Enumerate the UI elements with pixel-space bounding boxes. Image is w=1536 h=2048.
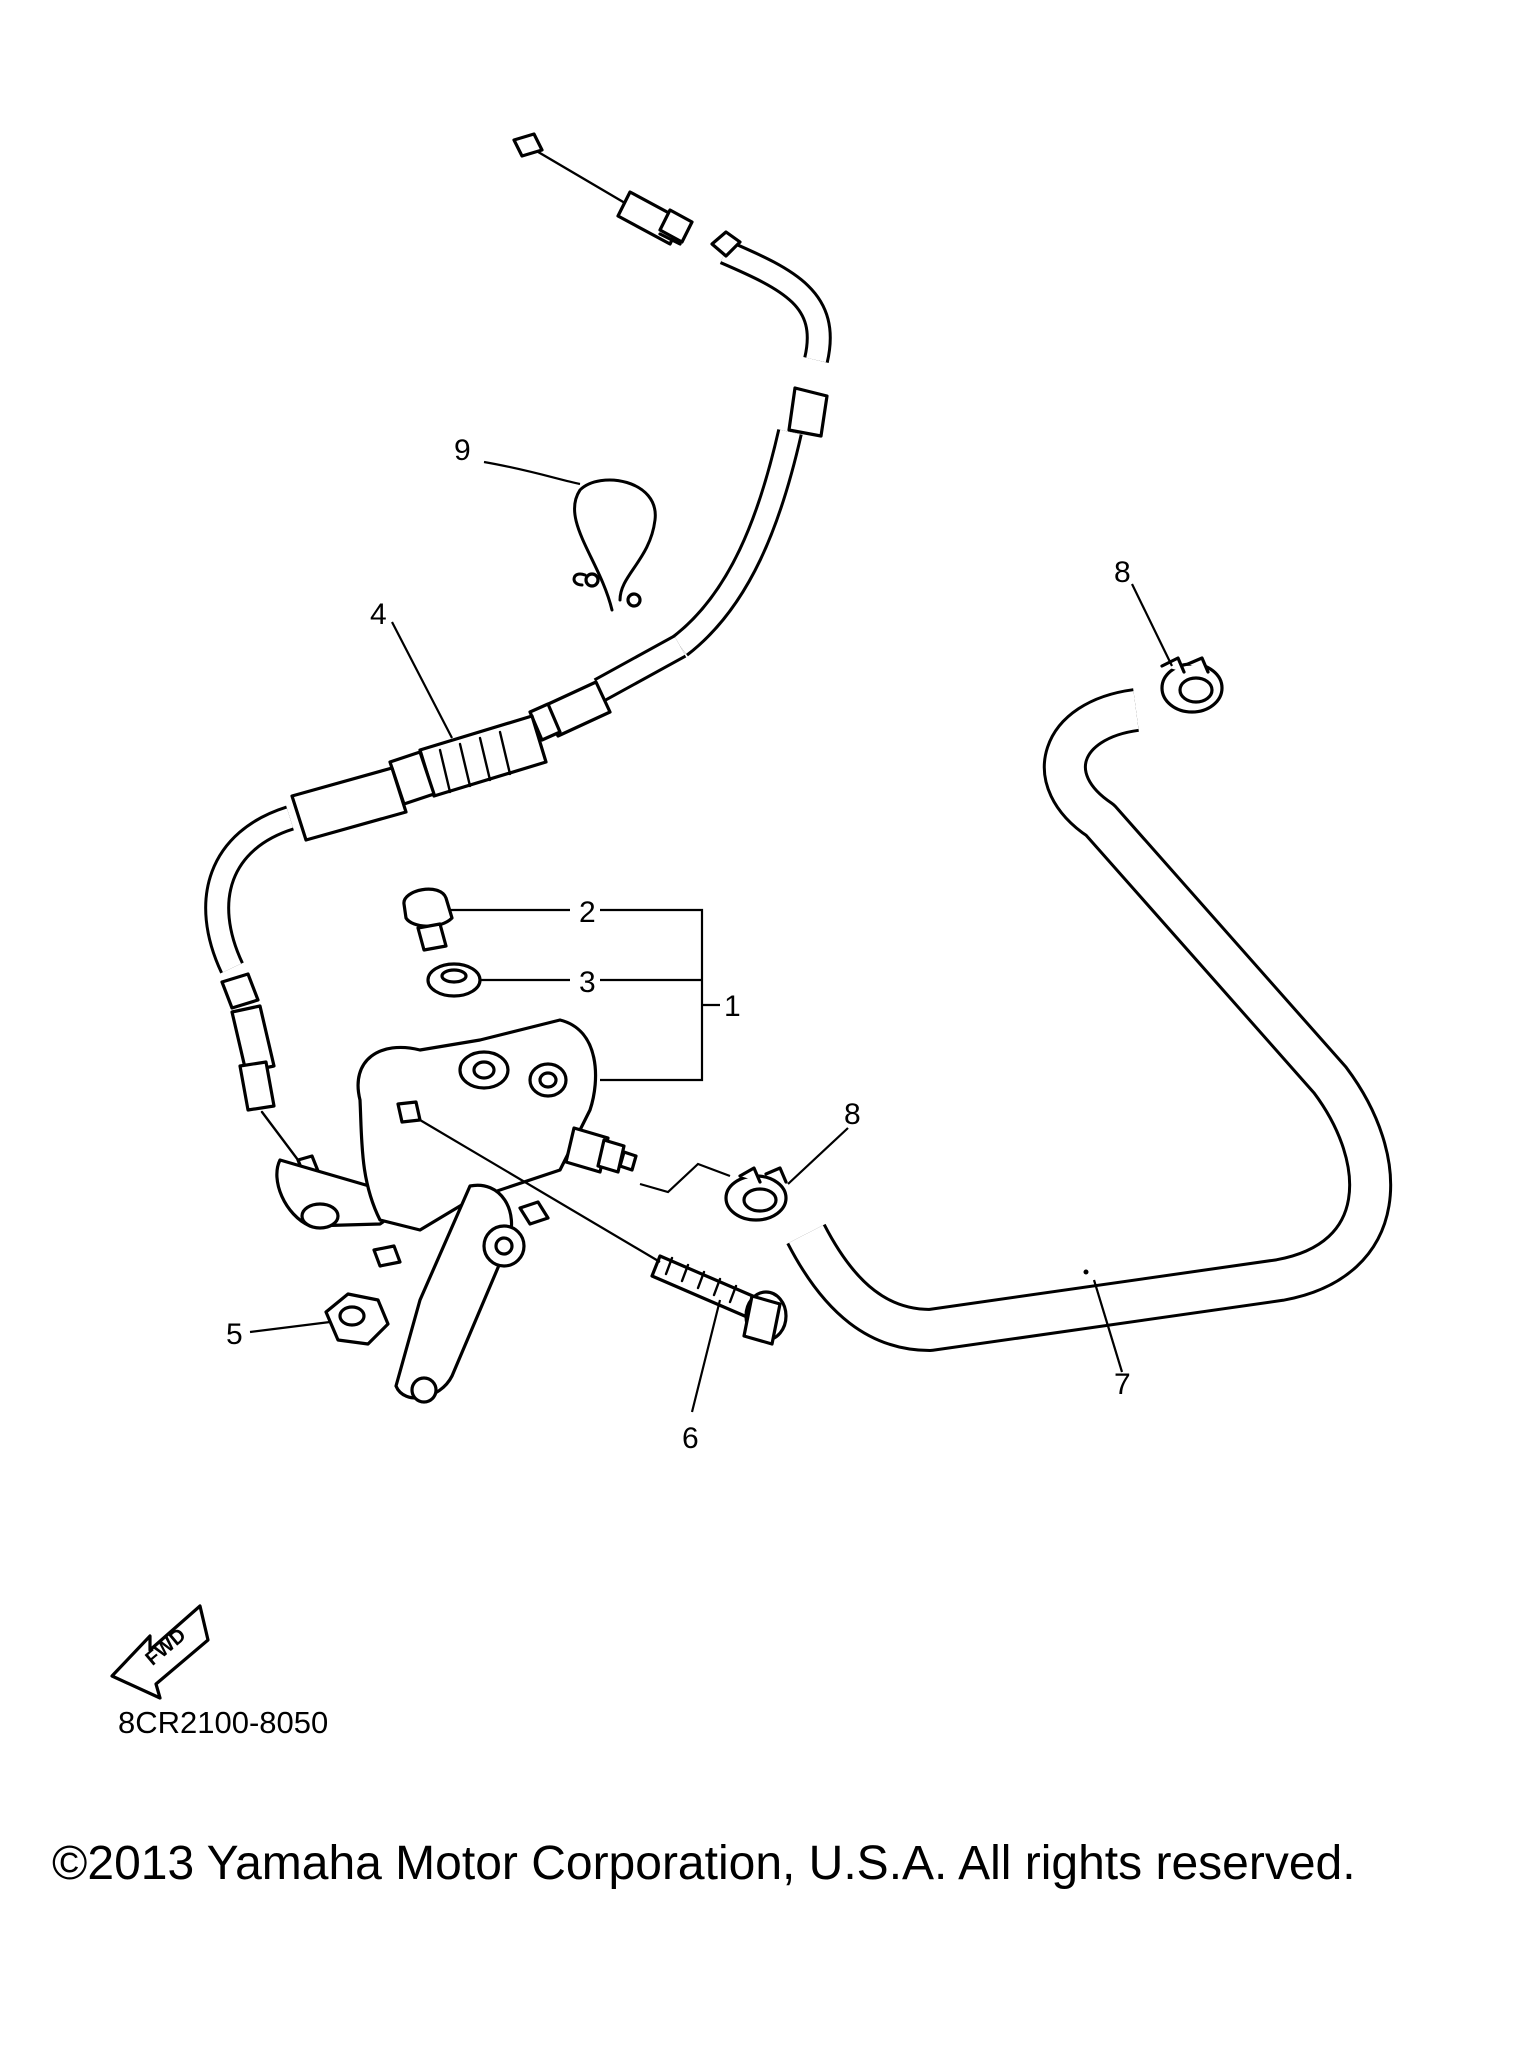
fwd-arrow: FWD	[110, 1604, 210, 1700]
bolt[interactable]	[650, 1254, 788, 1346]
callout-9: 9	[454, 434, 471, 467]
callout-7: 7	[1114, 1368, 1131, 1401]
cable-band[interactable]	[572, 478, 657, 612]
gasket[interactable]	[426, 962, 482, 998]
oil-hose[interactable]	[786, 688, 1393, 1352]
leader-lines	[249, 460, 1173, 1413]
callout-4: 4	[370, 598, 387, 631]
copyright-notice: ©2013 Yamaha Motor Corporation, U.S.A. A…	[52, 1837, 1356, 1890]
callout-8-lower: 8	[844, 1098, 861, 1131]
oil-pump-assembly[interactable]	[275, 1018, 638, 1404]
nut[interactable]	[324, 1292, 390, 1346]
diagram-code: 8CR2100-8050	[118, 1705, 329, 1740]
callout-3: 3	[579, 966, 596, 999]
callout-2: 2	[579, 896, 596, 929]
hose-clip-upper[interactable]	[1160, 656, 1224, 714]
callout-1: 1	[724, 990, 741, 1023]
callout-5: 5	[226, 1318, 243, 1351]
hose-clip-lower[interactable]	[724, 1166, 788, 1222]
callout-8-upper: 8	[1114, 556, 1131, 589]
callout-6: 6	[682, 1422, 699, 1455]
banjo-bolt[interactable]	[402, 887, 454, 952]
oil-pump-cable[interactable]	[204, 132, 832, 1182]
callout-labels: 2 3 1 4 9 5 6 7 8 8	[226, 434, 1131, 1455]
